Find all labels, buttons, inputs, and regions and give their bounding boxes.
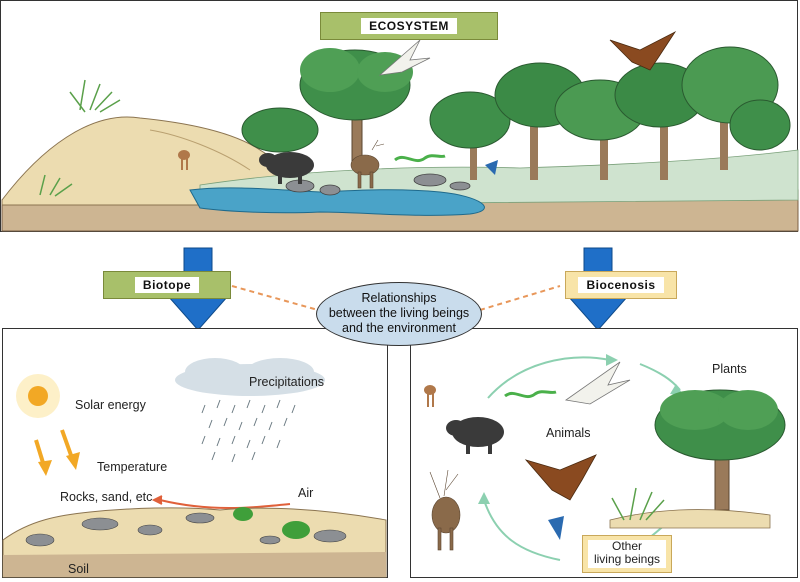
blue-bird-icon <box>548 516 564 540</box>
bird-white <box>378 39 431 76</box>
small-deer-icon <box>424 385 436 407</box>
grass-tufts <box>39 79 121 197</box>
air-label: Air <box>298 486 314 500</box>
animals-label: Animals <box>546 426 591 440</box>
cloud-icon <box>175 358 325 396</box>
boar-icon <box>446 417 504 454</box>
precipitations-label: Precipitations <box>249 375 325 389</box>
biotope-label-box: Biotope <box>103 271 231 299</box>
dashed-connector-right <box>479 285 561 311</box>
biotope-label: Biotope <box>134 277 200 293</box>
temperature-label: Temperature <box>97 460 168 474</box>
eagle-icon <box>524 454 597 501</box>
boar <box>259 152 314 184</box>
ecosystem-title-box: ECOSYSTEM <box>320 12 498 40</box>
snake <box>394 154 446 163</box>
soil-label: Soil <box>68 562 89 576</box>
dashed-connector-left <box>231 285 319 311</box>
deer <box>350 139 385 189</box>
oak-tree <box>654 389 786 511</box>
other-label-line1: Other <box>611 539 642 553</box>
deer-icon <box>429 469 461 551</box>
shrubs <box>233 507 310 539</box>
relationships-line3: and the environment <box>342 321 456 335</box>
cycle-arrows <box>483 356 681 561</box>
rain <box>201 399 296 463</box>
relationships-text: Relationships between the living beings … <box>316 291 482 336</box>
other-label-line2: living beings <box>593 552 661 566</box>
snake-icon <box>504 390 557 399</box>
biocenosis-label: Biocenosis <box>578 277 664 293</box>
rocks-label: Rocks, sand, etc <box>60 490 153 504</box>
biocenosis-label-box: Biocenosis <box>565 271 677 299</box>
other-living-beings-inner: Other living beings <box>588 540 666 568</box>
ecosystem-title: ECOSYSTEM <box>361 18 457 34</box>
plants-label: Plants <box>712 362 747 376</box>
small-deer <box>178 150 190 170</box>
bird-white-icon <box>564 361 631 405</box>
temperature-arrows <box>34 429 80 476</box>
relationships-line2: between the living beings <box>328 306 470 320</box>
blue-bird <box>485 160 498 175</box>
solar-energy-label: Solar energy <box>75 398 146 412</box>
relationships-ellipse <box>316 282 482 346</box>
relationships-line1: Relationships <box>361 291 437 305</box>
eagle <box>609 30 677 71</box>
